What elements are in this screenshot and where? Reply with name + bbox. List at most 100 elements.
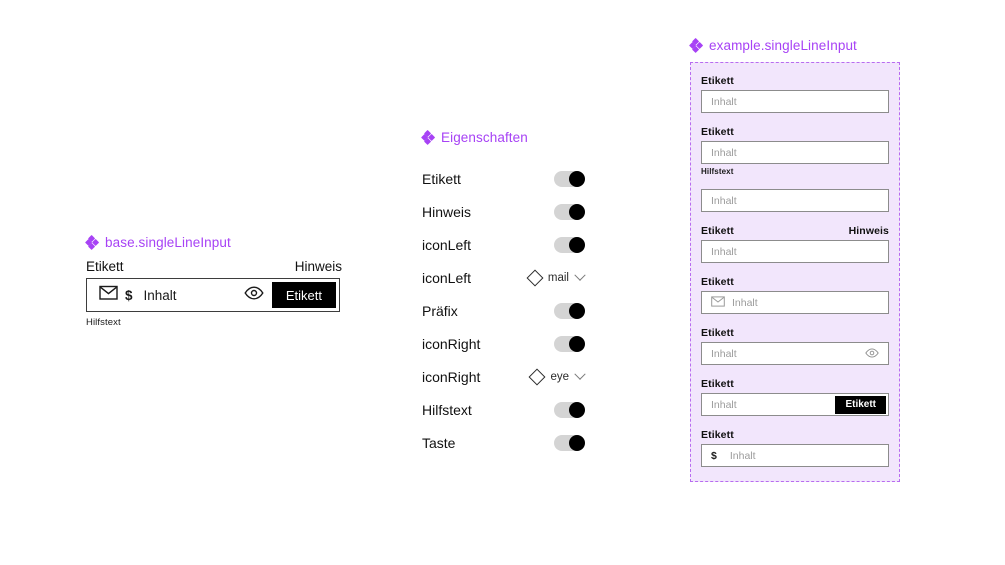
base-heading-label: base.singleLineInput (105, 235, 231, 250)
toggle-hilfstext[interactable] (554, 401, 585, 418)
example-trailing-button[interactable]: Etikett (835, 395, 886, 414)
example-input[interactable]: Inhalt Etikett (701, 393, 889, 416)
example-label: Etikett (701, 378, 734, 390)
example-item-with-prefix: Etikett $ Inhalt (701, 429, 889, 467)
toggle-knob (569, 302, 585, 319)
example-placeholder[interactable]: Inhalt (711, 245, 737, 258)
example-hint: Hinweis (848, 225, 889, 237)
example-input[interactable]: $ Inhalt (701, 444, 889, 467)
example-item-label-only: Etikett Inhalt (701, 75, 889, 113)
property-label: Etikett (422, 170, 461, 187)
toggle-praefix[interactable] (554, 302, 585, 319)
property-label: Hilfstext (422, 401, 472, 418)
base-prefix: $ (125, 287, 133, 303)
example-input[interactable]: Inhalt (701, 240, 889, 263)
example-component-section: example.singleLineInput Etikett Inhalt E… (688, 38, 900, 482)
property-label: Taste (422, 434, 456, 451)
property-row-praefix: Präfix (422, 294, 585, 327)
example-placeholder[interactable]: Inhalt (711, 194, 737, 207)
property-label: iconLeft (422, 269, 472, 286)
example-label: Etikett (701, 225, 734, 237)
toggle-knob (569, 401, 585, 418)
example-label-row: Etikett (701, 327, 889, 339)
property-row-hinweis: Hinweis (422, 195, 585, 228)
example-label: Etikett (701, 429, 734, 441)
property-row-iconright-select: iconRight eye (422, 360, 586, 393)
select-iconright[interactable]: eye (528, 368, 586, 385)
toggle-knob (569, 434, 585, 451)
property-row-taste: Taste (422, 426, 585, 459)
rhombus-icon (528, 368, 546, 385)
example-item-with-button: Etikett Inhalt Etikett (701, 378, 889, 416)
example-label: Etikett (701, 126, 734, 138)
property-label: iconRight (422, 368, 481, 385)
example-input[interactable]: Inhalt (701, 291, 889, 314)
properties-panel: Eigenschaften Etikett Hinweis iconLeft i… (420, 130, 586, 459)
toggle-hinweis[interactable] (554, 203, 585, 220)
example-input[interactable]: Inhalt (701, 189, 889, 212)
example-placeholder[interactable]: Inhalt (711, 398, 737, 411)
base-single-line-input[interactable]: $ Inhalt Etikett (86, 278, 340, 312)
figma-component-icon (688, 38, 704, 53)
mail-icon (99, 285, 118, 305)
base-trailing-button[interactable]: Etikett (271, 282, 336, 308)
base-label-row: Etikett Hinweis (86, 259, 342, 274)
toggle-knob (569, 335, 585, 352)
example-label-row: Etikett (701, 378, 889, 390)
chevron-down-icon (574, 368, 586, 380)
property-row-iconright-toggle: iconRight (422, 327, 585, 360)
property-row-etikett: Etikett (422, 162, 585, 195)
example-label-row: Etikett Hinweis (701, 225, 889, 237)
toggle-etikett[interactable] (554, 170, 585, 187)
example-item-with-help: Etikett Inhalt Hilfstext (701, 126, 889, 176)
example-input[interactable]: Inhalt (701, 141, 889, 164)
example-item-with-hint: Etikett Hinweis Inhalt (701, 225, 889, 263)
rhombus-icon (526, 269, 544, 286)
eye-icon[interactable] (244, 285, 264, 305)
example-help-text: Hilfstext (701, 167, 734, 176)
property-label: Präfix (422, 302, 458, 319)
example-placeholder[interactable]: Inhalt (711, 95, 737, 108)
mail-icon (711, 294, 725, 312)
example-placeholder[interactable]: Inhalt (729, 449, 756, 462)
select-value: eye (550, 370, 569, 383)
figma-component-icon (420, 130, 436, 145)
toggle-knob (569, 170, 585, 187)
base-component-heading: base.singleLineInput (84, 235, 342, 250)
example-component-heading: example.singleLineInput (688, 38, 900, 53)
properties-heading: Eigenschaften (420, 130, 584, 145)
example-input[interactable]: Inhalt (701, 342, 889, 365)
property-row-iconleft-select: iconLeft mail (422, 261, 586, 294)
base-component-section: base.singleLineInput Etikett Hinweis $ I… (84, 235, 342, 328)
example-item-left-icon: Etikett Inhalt (701, 276, 889, 314)
example-placeholder[interactable]: Inhalt (711, 146, 737, 159)
property-label: Hinweis (422, 203, 472, 220)
property-label: iconRight (422, 335, 481, 352)
example-label-row: Etikett (701, 276, 889, 288)
properties-heading-label: Eigenschaften (441, 130, 528, 145)
example-frame: Etikett Inhalt Etikett Inhalt Hilfstext … (690, 62, 900, 482)
select-value: mail (547, 271, 569, 284)
example-label-row: Etikett (701, 75, 889, 87)
base-input-placeholder[interactable]: Inhalt (143, 287, 177, 303)
chevron-down-icon (574, 269, 586, 281)
toggle-taste[interactable] (554, 434, 585, 451)
example-prefix: $ (711, 449, 717, 462)
eye-icon[interactable] (865, 345, 879, 363)
toggle-knob (569, 203, 585, 220)
example-heading-label: example.singleLineInput (709, 38, 857, 53)
toggle-iconleft[interactable] (554, 236, 585, 253)
example-label-row: Etikett (701, 429, 889, 441)
property-row-iconleft-toggle: iconLeft (422, 228, 585, 261)
example-placeholder[interactable]: Inhalt (732, 296, 758, 309)
example-label: Etikett (701, 327, 734, 339)
select-iconleft[interactable]: mail (526, 269, 586, 286)
base-help-text: Hilfstext (86, 317, 121, 328)
example-placeholder[interactable]: Inhalt (711, 347, 737, 360)
property-label: iconLeft (422, 236, 472, 253)
example-input[interactable]: Inhalt (701, 90, 889, 113)
toggle-knob (569, 236, 585, 253)
toggle-iconright[interactable] (554, 335, 585, 352)
example-item-right-icon: Etikett Inhalt (701, 327, 889, 365)
base-field-hint: Hinweis (294, 259, 342, 274)
